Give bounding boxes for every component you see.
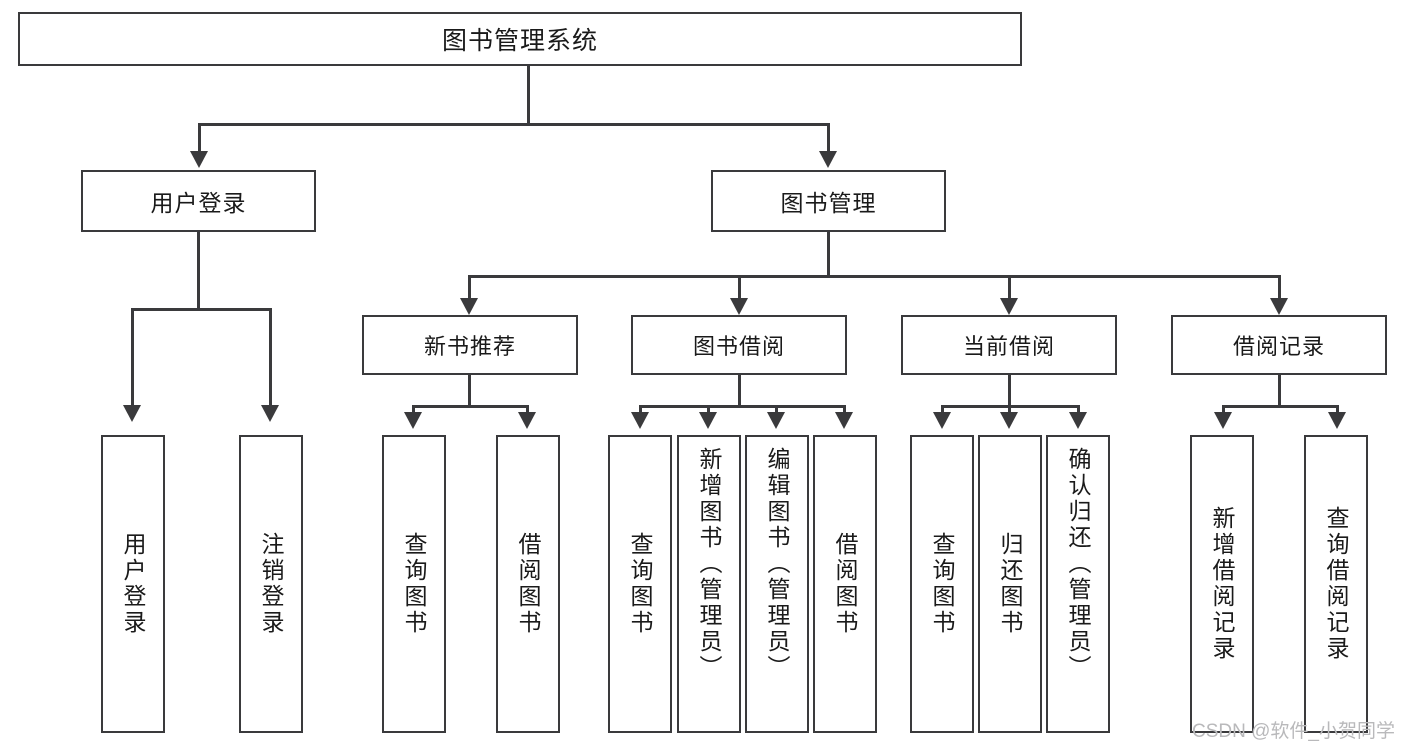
connector-root-drop-2	[827, 123, 830, 151]
leaf-borrow-book-recommend[interactable]: 借阅图书	[496, 435, 560, 733]
arrow-to-leaf-edit-book	[767, 412, 785, 429]
connector-br-drop-1	[1222, 405, 1225, 413]
connector-nbr-bus	[412, 405, 529, 408]
connector-nbr-drop-1	[412, 405, 415, 413]
node-label: 查询图书	[627, 532, 654, 636]
node-label: 查询借阅记录	[1323, 506, 1350, 662]
connector-book-management-stem	[827, 232, 830, 275]
node-label: 图书借阅	[692, 334, 785, 359]
connector-nbr-stem	[468, 375, 471, 405]
connector-cb-stem	[1008, 375, 1011, 405]
connector-bb-drop-3	[775, 405, 778, 413]
leaf-edit-book-admin[interactable]: 编辑图书（管理员）	[745, 435, 809, 733]
node-label: 用户登录	[150, 190, 247, 216]
arrow-to-book-management	[819, 151, 837, 168]
arrow-to-leaf-add-book	[699, 412, 717, 429]
leaf-query-book-current[interactable]: 查询图书	[910, 435, 974, 733]
arrow-to-leaf-query-book-2	[631, 412, 649, 429]
node-label: 新增图书（管理员）	[696, 447, 723, 681]
leaf-confirm-return-admin[interactable]: 确认归还（管理员）	[1046, 435, 1110, 733]
connector-book-management-bus	[468, 275, 1281, 278]
connector-user-login-bus	[131, 308, 269, 311]
node-label: 查询图书	[929, 532, 956, 636]
leaf-return-book[interactable]: 归还图书	[978, 435, 1042, 733]
connector-bb-drop-1	[639, 405, 642, 413]
node-label: 借阅图书	[515, 532, 542, 636]
arrow-to-user-login	[190, 151, 208, 168]
node-book-borrow[interactable]: 图书借阅	[631, 315, 847, 375]
connector-bm-drop-2	[738, 275, 741, 298]
arrow-to-leaf-user-login	[123, 405, 141, 422]
node-label: 借阅记录	[1232, 334, 1325, 359]
leaf-logout[interactable]: 注销登录	[239, 435, 303, 733]
connector-nbr-drop-2	[526, 405, 529, 413]
arrow-to-new-book-recommend	[460, 298, 478, 315]
arrow-to-current-borrow	[1000, 298, 1018, 315]
node-label: 用户登录	[120, 532, 147, 636]
connector-bm-drop-4	[1278, 275, 1281, 298]
node-borrow-record[interactable]: 借阅记录	[1171, 315, 1387, 375]
leaf-query-book-borrow[interactable]: 查询图书	[608, 435, 672, 733]
connector-cb-drop-1	[941, 405, 944, 413]
node-label: 图书管理	[780, 190, 877, 216]
arrow-to-leaf-confirm-return	[1069, 412, 1087, 429]
connector-root-bus	[198, 123, 830, 126]
leaf-add-borrow-record[interactable]: 新增借阅记录	[1190, 435, 1254, 733]
leaf-query-borrow-record[interactable]: 查询借阅记录	[1304, 435, 1368, 733]
node-new-book-recommend[interactable]: 新书推荐	[362, 315, 578, 375]
arrow-to-leaf-logout	[261, 405, 279, 422]
connector-bm-drop-1	[468, 275, 471, 298]
connector-cb-drop-2	[1008, 405, 1011, 413]
connector-bb-drop-2	[707, 405, 710, 413]
node-label: 图书管理系统	[441, 27, 598, 55]
node-user-login[interactable]: 用户登录	[81, 170, 316, 232]
node-current-borrow[interactable]: 当前借阅	[901, 315, 1117, 375]
arrow-to-leaf-borrow-book-1	[518, 412, 536, 429]
connector-bm-drop-3	[1008, 275, 1011, 298]
connector-br-bus	[1222, 405, 1339, 408]
connector-user-login-drop-2	[269, 308, 272, 405]
node-label: 确认归还（管理员）	[1065, 447, 1092, 681]
leaf-borrow-book-borrow[interactable]: 借阅图书	[813, 435, 877, 733]
arrow-to-leaf-query-book-3	[933, 412, 951, 429]
leaf-add-book-admin[interactable]: 新增图书（管理员）	[677, 435, 741, 733]
node-label: 查询图书	[401, 532, 428, 636]
connector-user-login-stem	[197, 232, 200, 308]
node-label: 新书推荐	[423, 334, 516, 359]
node-label: 编辑图书（管理员）	[764, 447, 791, 681]
arrow-to-leaf-return-book	[1000, 412, 1018, 429]
leaf-query-book-recommend[interactable]: 查询图书	[382, 435, 446, 733]
arrow-to-leaf-query-borrow-record	[1328, 412, 1346, 429]
connector-root-stem	[527, 66, 530, 123]
node-label: 借阅图书	[832, 532, 859, 636]
node-label: 归还图书	[997, 532, 1024, 636]
connector-bb-bus	[639, 405, 846, 408]
connector-br-stem	[1278, 375, 1281, 405]
arrow-to-book-borrow	[730, 298, 748, 315]
arrow-to-borrow-record	[1270, 298, 1288, 315]
connector-cb-drop-3	[1077, 405, 1080, 413]
arrow-to-leaf-add-borrow-record	[1214, 412, 1232, 429]
node-label: 新增借阅记录	[1209, 506, 1236, 662]
connector-bb-stem	[738, 375, 741, 405]
node-label: 注销登录	[258, 532, 285, 636]
node-book-management[interactable]: 图书管理	[711, 170, 946, 232]
node-root-book-management-system[interactable]: 图书管理系统	[18, 12, 1022, 66]
connector-br-drop-2	[1336, 405, 1339, 413]
leaf-user-login[interactable]: 用户登录	[101, 435, 165, 733]
node-label: 当前借阅	[962, 334, 1055, 359]
connector-user-login-drop-1	[131, 308, 134, 405]
arrow-to-leaf-borrow-book-2	[835, 412, 853, 429]
connector-bb-drop-4	[843, 405, 846, 413]
arrow-to-leaf-query-book-1	[404, 412, 422, 429]
connector-root-drop-1	[198, 123, 201, 151]
